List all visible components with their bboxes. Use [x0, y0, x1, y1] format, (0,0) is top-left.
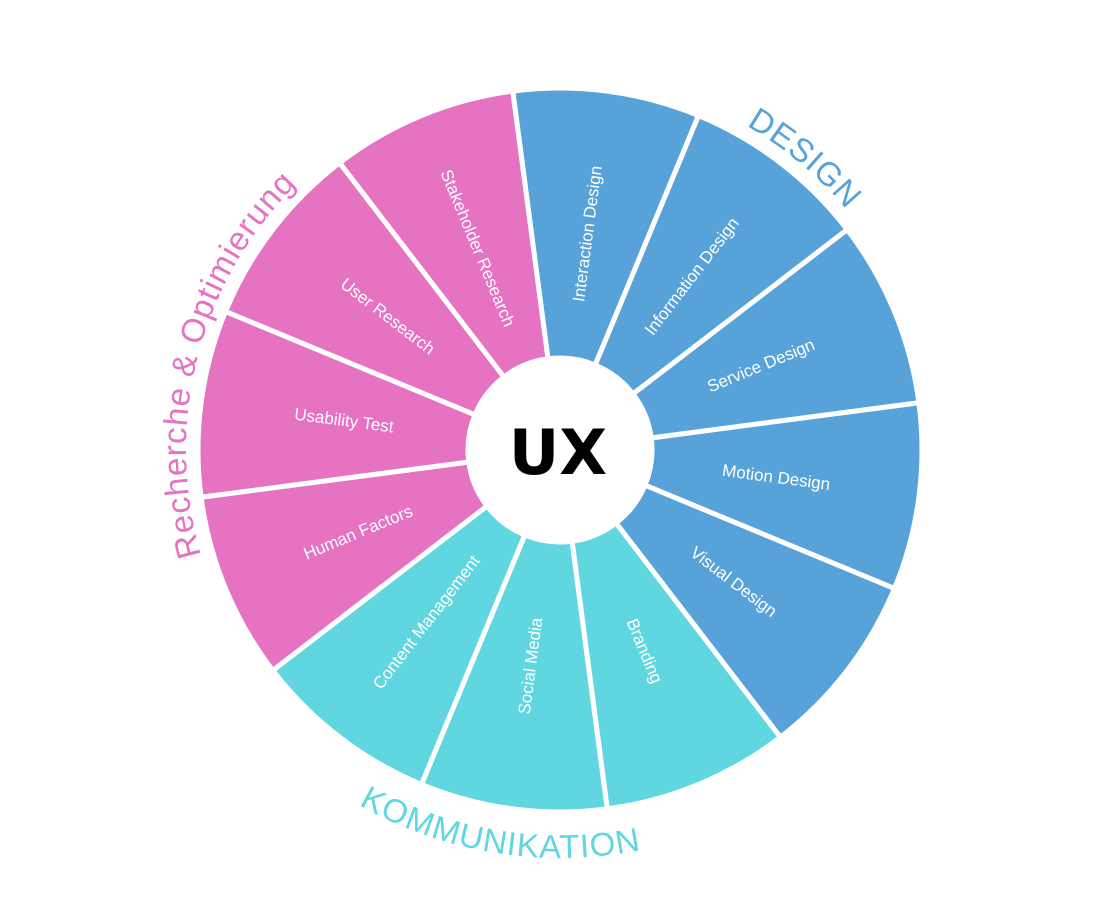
- center-circle: [468, 358, 652, 542]
- center-label: UX: [509, 416, 607, 489]
